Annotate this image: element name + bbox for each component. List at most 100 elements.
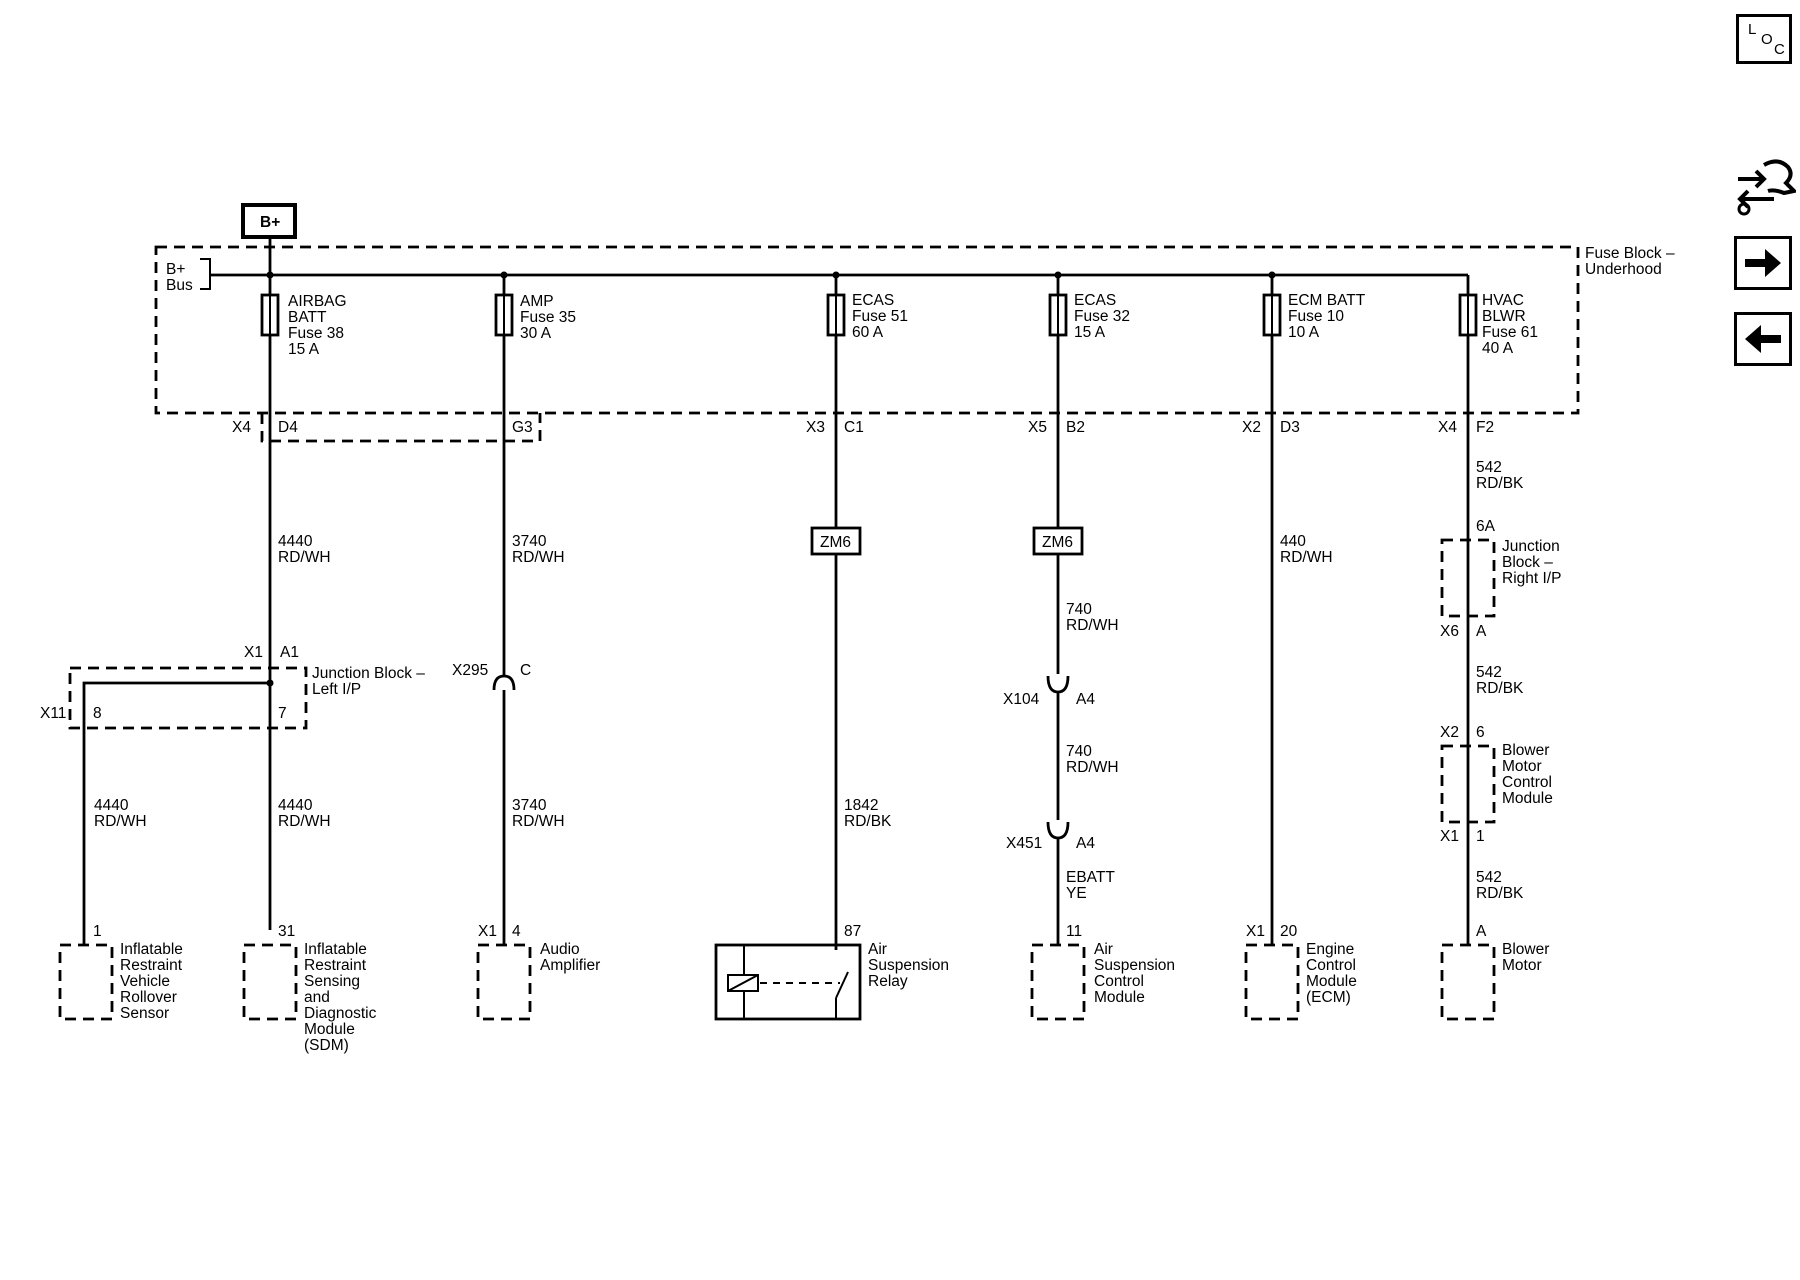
svg-text:ECAS: ECAS <box>1074 292 1116 309</box>
svg-text:4440: 4440 <box>278 533 313 550</box>
svg-text:(SDM): (SDM) <box>304 1037 349 1054</box>
fuse-symbol <box>260 293 1478 337</box>
svg-text:BLWR: BLWR <box>1482 308 1526 325</box>
svg-text:87: 87 <box>844 923 861 940</box>
svg-text:AMP: AMP <box>520 293 554 310</box>
svg-text:X3: X3 <box>806 419 825 436</box>
svg-text:D3: D3 <box>1280 419 1300 436</box>
svg-text:ZM6: ZM6 <box>820 534 851 551</box>
fuse-label-airbag: AIRBAG BATT Fuse 38 15 A <box>288 293 347 358</box>
svg-text:Fuse 32: Fuse 32 <box>1074 308 1130 325</box>
svg-text:Fuse 38: Fuse 38 <box>288 325 344 342</box>
svg-text:6A: 6A <box>1476 518 1496 535</box>
svg-text:RD/WH: RD/WH <box>1280 549 1333 566</box>
component-air-suspension-control-module: 11 Air Suspension Control Module <box>1030 923 1175 1021</box>
arrow-right-icon[interactable] <box>1734 236 1792 290</box>
svg-text:740: 740 <box>1066 743 1092 760</box>
svg-text:and: and <box>304 989 330 1006</box>
svg-text:X11: X11 <box>40 705 66 722</box>
svg-text:542: 542 <box>1476 664 1502 681</box>
svg-text:6: 6 <box>1476 724 1485 741</box>
arrow-left-icon[interactable] <box>1734 312 1792 366</box>
wire-labels-lower: 4440 RD/WH 4440 RD/WH 3740 RD/WH 1842 RD… <box>94 797 1524 902</box>
svg-text:Engine: Engine <box>1306 941 1354 958</box>
component-ecm: X1 20 Engine Control Module (ECM) <box>1244 923 1357 1021</box>
wire-labels-upper: 4440 RD/WH 3740 RD/WH 440 RD/WH 542 RD/B… <box>278 459 1524 902</box>
svg-text:RD/WH: RD/WH <box>1066 759 1119 776</box>
svg-text:D4: D4 <box>278 419 298 436</box>
svg-text:Suspension: Suspension <box>1094 957 1175 974</box>
svg-text:Rollover: Rollover <box>120 989 177 1006</box>
svg-text:X2: X2 <box>1440 724 1459 741</box>
junction-dot <box>1268 271 1276 279</box>
svg-text:15 A: 15 A <box>1074 324 1106 341</box>
svg-text:Relay: Relay <box>868 973 908 990</box>
b-plus-badge: B+ <box>241 203 297 239</box>
svg-text:X6: X6 <box>1440 623 1459 640</box>
junction-dot <box>832 271 840 279</box>
svg-text:Restraint: Restraint <box>120 957 183 974</box>
svg-text:1: 1 <box>1476 828 1485 845</box>
fuse-label-ecas32: ECAS Fuse 32 15 A <box>1074 292 1130 341</box>
svg-text:EBATT: EBATT <box>1066 869 1115 886</box>
svg-text:8: 8 <box>93 705 102 722</box>
svg-text:(ECM): (ECM) <box>1306 989 1351 1006</box>
svg-text:RD/WH: RD/WH <box>512 813 565 830</box>
svg-text:A4: A4 <box>1076 691 1095 708</box>
component-rollover-sensor: 1 Inflatable Restraint Vehicle Rollover … <box>58 923 183 1022</box>
svg-text:Motor: Motor <box>1502 758 1542 775</box>
svg-text:X295: X295 <box>452 662 488 679</box>
svg-text:11: 11 <box>1066 923 1082 940</box>
svg-text:Right I/P: Right I/P <box>1502 570 1561 587</box>
svg-text:Diagnostic: Diagnostic <box>304 1005 377 1022</box>
svg-text:G3: G3 <box>512 419 533 436</box>
svg-text:RD/BK: RD/BK <box>1476 680 1524 697</box>
svg-text:40 A: 40 A <box>1482 340 1514 357</box>
svg-text:Module: Module <box>1306 973 1357 990</box>
svg-text:B+: B+ <box>260 214 280 231</box>
blower-control-labels: X2 6 Blower Motor Control Module X1 1 <box>1440 724 1553 845</box>
fuse-block-label: Underhood <box>1585 261 1662 278</box>
bus-label: B+ <box>166 261 185 278</box>
fuse-label-hvac: HVAC BLWR Fuse 61 40 A <box>1482 292 1538 357</box>
svg-text:20: 20 <box>1280 923 1298 940</box>
loc-letter: O <box>1761 31 1773 48</box>
svg-text:ZM6: ZM6 <box>1042 534 1073 551</box>
svg-text:Air: Air <box>1094 941 1113 958</box>
svg-text:RD/WH: RD/WH <box>512 549 565 566</box>
svg-text:C: C <box>520 662 531 679</box>
bus-label: Bus <box>166 277 193 294</box>
svg-text:A4: A4 <box>1076 835 1095 852</box>
svg-text:10 A: 10 A <box>1288 324 1320 341</box>
svg-text:X1: X1 <box>244 644 263 661</box>
wrench-hand-icon[interactable] <box>1734 155 1799 217</box>
fuse-label-ecm: ECM BATT Fuse 10 10 A <box>1288 292 1366 341</box>
component-sdm: 31 Inflatable Restraint Sensing and Diag… <box>242 923 377 1054</box>
inline-connector-x295: X295 C <box>452 662 531 691</box>
svg-text:Amplifier: Amplifier <box>540 957 600 974</box>
svg-text:X2: X2 <box>1242 419 1261 436</box>
svg-text:RD/BK: RD/BK <box>844 813 892 830</box>
fuse-label-ecas51: ECAS Fuse 51 60 A <box>852 292 908 341</box>
svg-text:ECM BATT: ECM BATT <box>1288 292 1366 309</box>
svg-text:4: 4 <box>512 923 521 940</box>
svg-text:A1: A1 <box>280 644 299 661</box>
svg-text:A: A <box>1476 923 1487 940</box>
loc-button[interactable]: L O C <box>1736 14 1792 64</box>
svg-text:RD/WH: RD/WH <box>94 813 147 830</box>
svg-text:X1: X1 <box>1440 828 1459 845</box>
svg-text:15 A: 15 A <box>288 341 320 358</box>
svg-text:30 A: 30 A <box>520 325 552 342</box>
splice-zm6: ZM6 <box>810 526 862 556</box>
svg-text:HVAC: HVAC <box>1482 292 1524 309</box>
svg-text:X5: X5 <box>1028 419 1047 436</box>
svg-text:Left I/P: Left I/P <box>312 681 361 698</box>
svg-text:4440: 4440 <box>278 797 313 814</box>
fuse-connector-labels: X4 D4 G3 X3 C1 X5 B2 X2 D3 X4 F2 <box>232 419 1494 436</box>
loc-letter: L <box>1748 21 1757 38</box>
junction-block-right-outline <box>1440 538 1496 618</box>
svg-text:Block –: Block – <box>1502 554 1553 571</box>
svg-text:Sensor: Sensor <box>120 1005 169 1022</box>
junction-dot <box>266 679 274 687</box>
junction-dot <box>266 271 274 279</box>
